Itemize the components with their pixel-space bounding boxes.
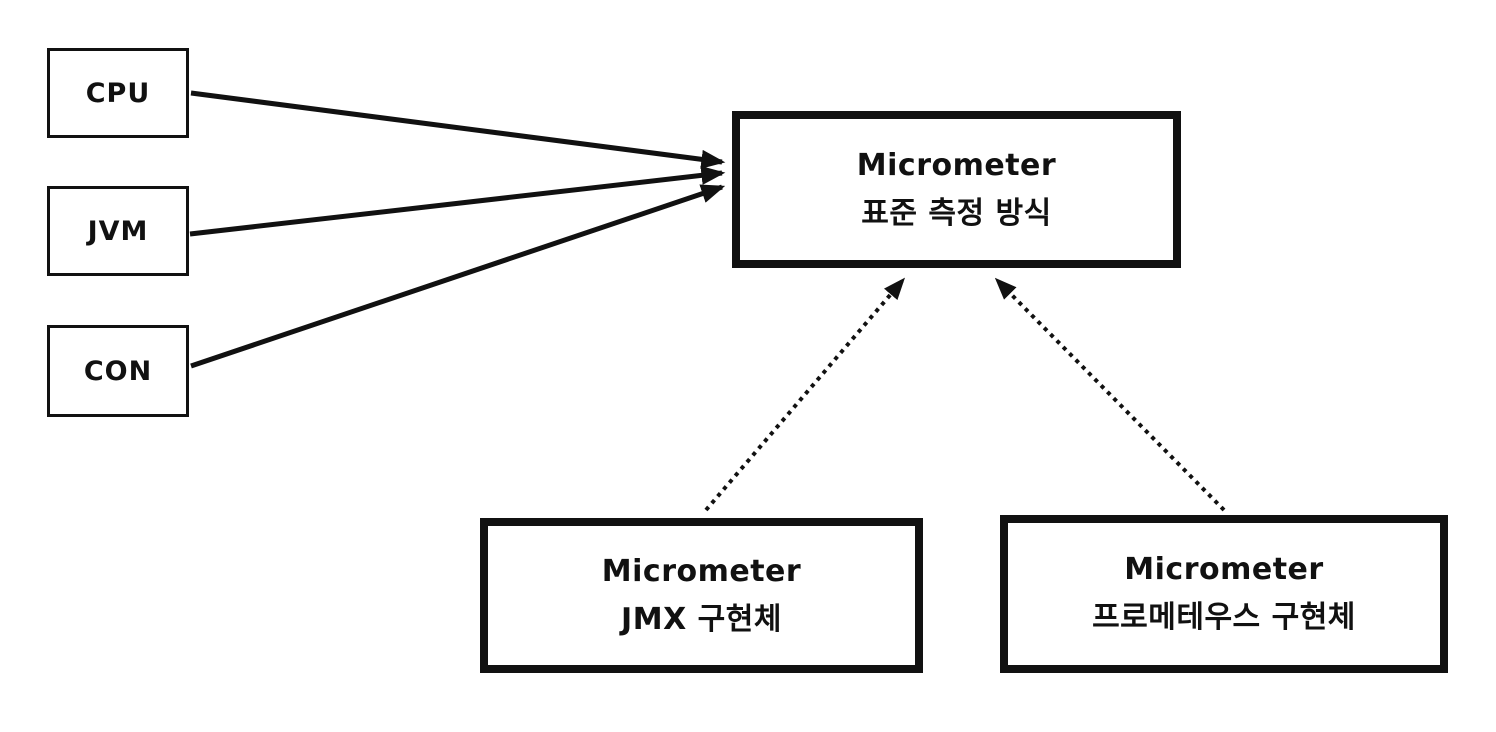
- node-cpu-label: CPU: [85, 77, 151, 109]
- node-con-label: CON: [83, 355, 153, 387]
- node-micrometer-jmx: Micrometer JMX 구현체: [480, 518, 923, 673]
- node-micrometer-prometheus-line1: Micrometer: [1124, 552, 1324, 587]
- node-micrometer-standard: Micrometer 표준 측정 방식: [732, 111, 1181, 268]
- node-micrometer-jmx-line1: Micrometer: [601, 553, 802, 589]
- edge-con-to-micrometer-standard: [190, 184, 726, 369]
- node-micrometer-standard-line2: 표준 측정 방식: [861, 195, 1052, 231]
- node-cpu: CPU: [47, 48, 189, 138]
- edge-jmx-to-micrometer-standard: [704, 277, 906, 512]
- node-con: CON: [47, 325, 189, 417]
- node-jvm-label: JVM: [87, 215, 149, 247]
- edge-cpu-to-micrometer-standard: [190, 90, 726, 169]
- node-micrometer-standard-line1: Micrometer: [856, 147, 1057, 183]
- node-micrometer-prometheus-line2: 프로메테우스 구현체: [1092, 600, 1356, 635]
- node-jvm: JVM: [47, 186, 189, 276]
- edge-jvm-to-micrometer-standard: [189, 165, 726, 237]
- node-micrometer-prometheus: Micrometer 프로메테우스 구현체: [1000, 515, 1448, 673]
- node-micrometer-jmx-line2: JMX 구현체: [621, 601, 782, 637]
- edge-prometheus-to-micrometer-standard: [994, 277, 1226, 512]
